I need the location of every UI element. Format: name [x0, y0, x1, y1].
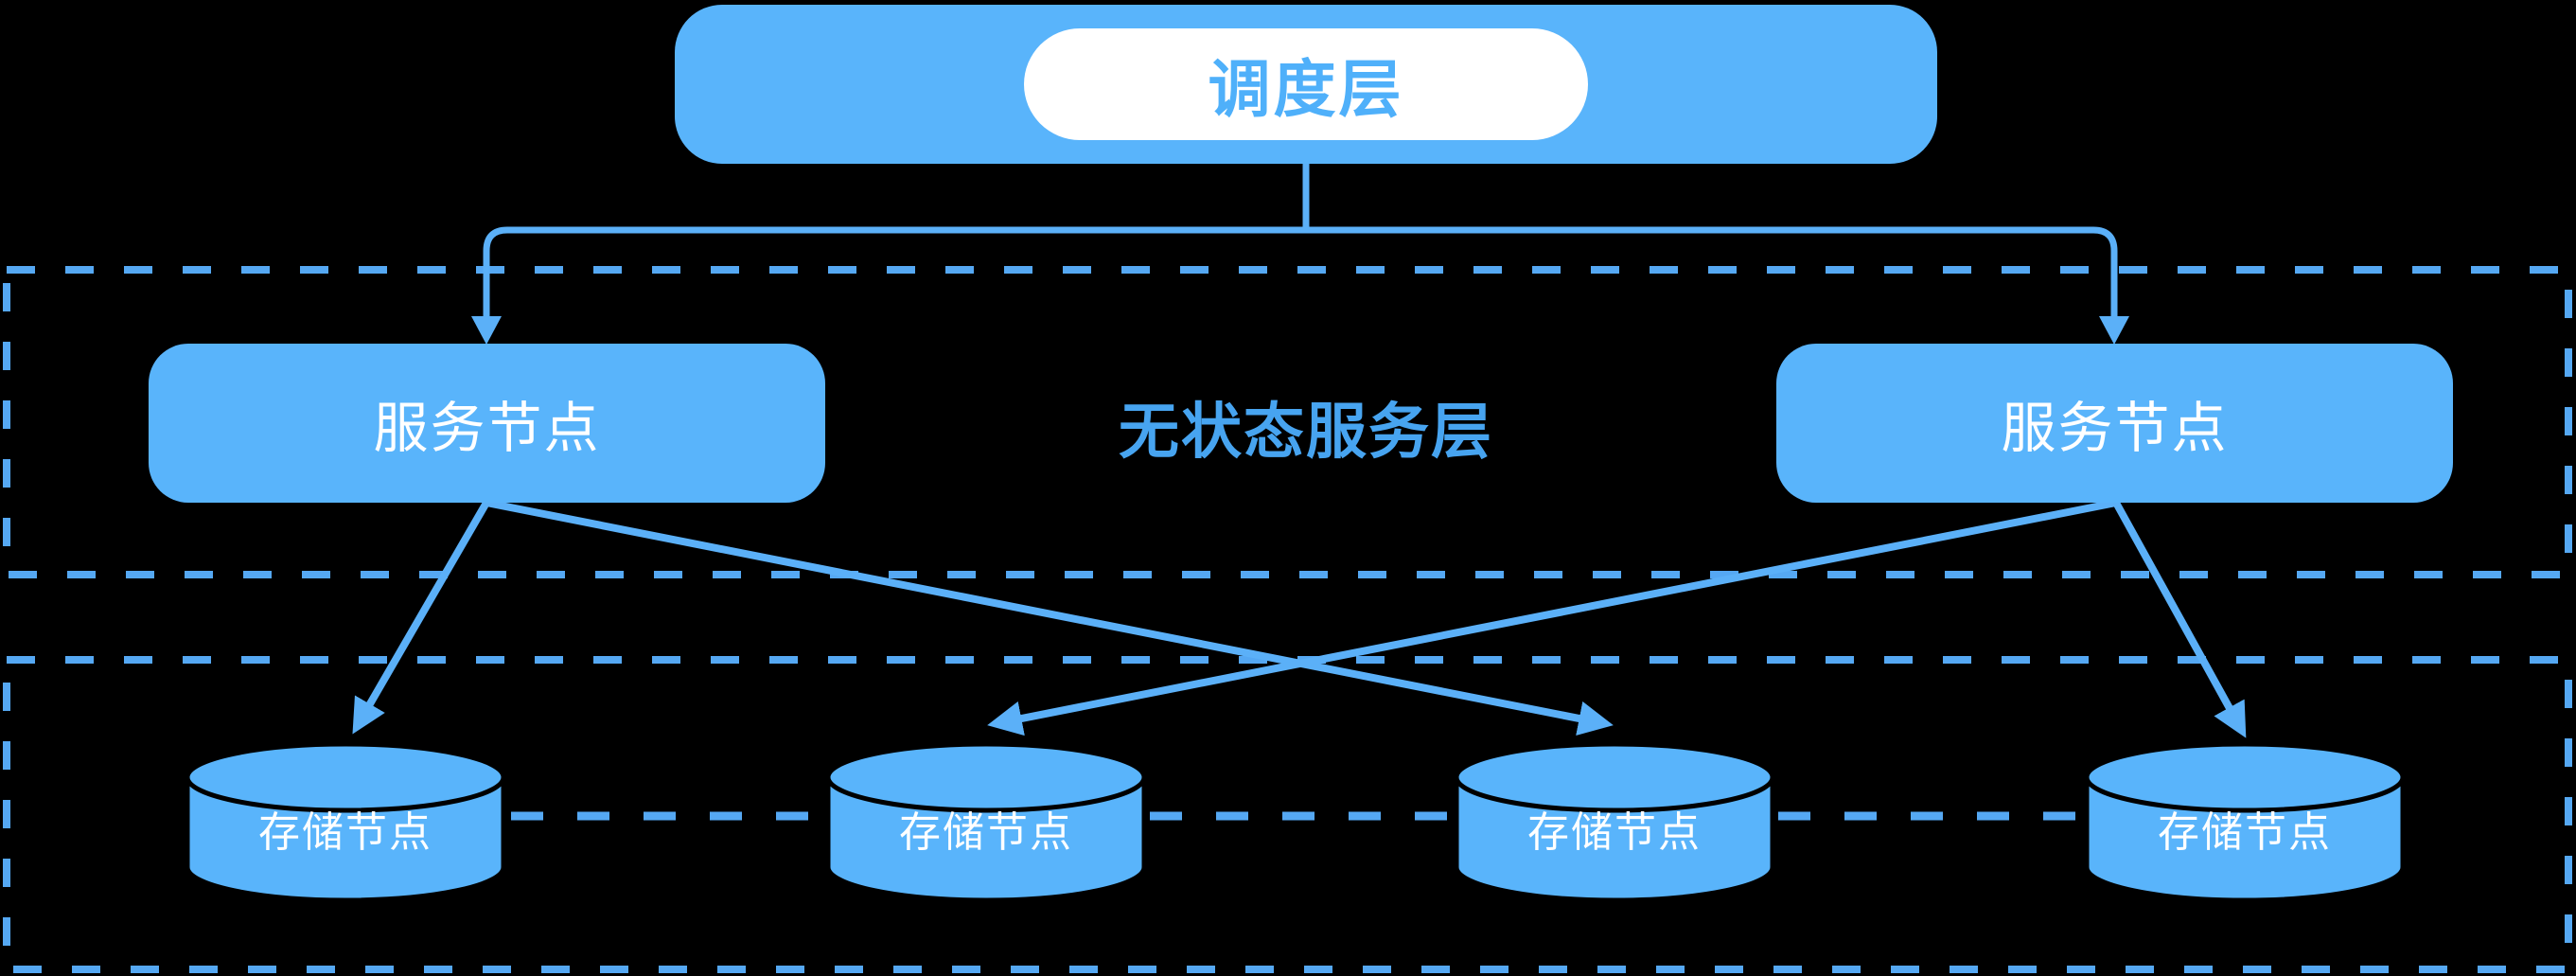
- scheduler-layer-box: 调度层: [675, 5, 1937, 164]
- arrow-left-service-to-storage-3: [485, 499, 1614, 736]
- storage-cylinder-2: [825, 741, 1147, 903]
- storage-node-4-label: 存储节点: [2158, 809, 2332, 856]
- service-node-left: 服务节点: [149, 344, 825, 503]
- service-node-right-label: 服务节点: [2001, 398, 2229, 459]
- scheduler-split-connector: [483, 226, 2118, 337]
- storage-layer-dashed-border: [3, 656, 2572, 973]
- storage-cylinder-4: [2084, 741, 2406, 903]
- storage-cylinder-1: [185, 741, 506, 903]
- stateless-service-layer-label: 无状态服务层: [1119, 398, 1493, 466]
- arrowhead-right-service-icon: [2099, 316, 2129, 345]
- scheduler-label: 调度层: [1208, 54, 1404, 124]
- arrow-left-service-to-storage-1: [352, 500, 490, 735]
- service-node-right: 服务节点: [1776, 344, 2453, 503]
- storage-node-1-label: 存储节点: [258, 809, 432, 856]
- arrow-right-service-to-storage-2: [987, 499, 2117, 736]
- service-node-left-label: 服务节点: [373, 398, 601, 459]
- arrowhead-left-service-icon: [471, 316, 502, 345]
- storage-cylinder-3: [1454, 741, 1775, 903]
- service-layer-dashed-border: [3, 266, 2572, 578]
- storage-node-3-label: 存储节点: [1527, 809, 1702, 856]
- arrow-right-service-to-storage-4: [2112, 501, 2247, 738]
- storage-node-2-label: 存储节点: [899, 809, 1073, 856]
- scheduler-pill: 调度层: [1024, 28, 1588, 140]
